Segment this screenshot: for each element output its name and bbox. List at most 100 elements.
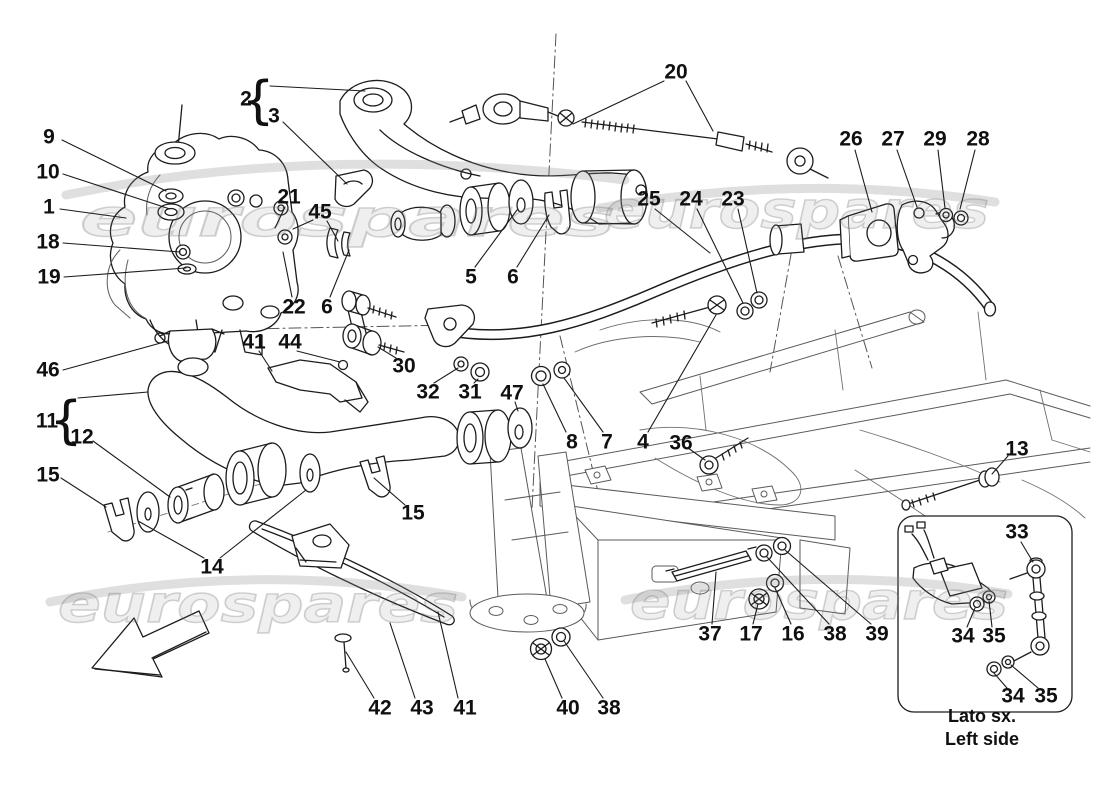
part-number-label-38: 38 — [823, 623, 847, 646]
part-number-label-37: 37 — [698, 623, 721, 646]
part-number-label-44: 44 — [278, 331, 302, 354]
part-number-label-6: 6 — [507, 266, 519, 289]
tie-rod — [449, 93, 829, 179]
grouping-brace: { — [49, 391, 82, 451]
leader-line — [389, 622, 416, 699]
leader-line — [258, 350, 273, 372]
watermark-text: eurospares — [604, 181, 989, 241]
leader-line — [966, 607, 976, 628]
part-number-label-22: 22 — [282, 296, 305, 319]
leader-line — [433, 367, 459, 384]
leader-line — [61, 139, 167, 192]
inset-caption-italian: Lato sx. — [948, 706, 1016, 726]
part-number-label-14: 14 — [200, 556, 224, 579]
leader-line — [1010, 664, 1039, 689]
pedestal-bracket — [469, 447, 591, 633]
leader-line — [563, 377, 604, 433]
part-number-label-32: 32 — [416, 381, 439, 404]
part-number-label-34: 34 — [951, 625, 975, 648]
part-number-label-30: 30 — [392, 355, 415, 378]
part-number-label-6: 6 — [321, 296, 333, 319]
part-number-label-35: 35 — [1034, 685, 1058, 708]
leader-line — [282, 121, 348, 185]
leader-line — [572, 80, 665, 125]
inset-box — [897, 515, 1073, 713]
stabilizer-link — [341, 290, 405, 356]
part-number-label-45: 45 — [308, 201, 332, 224]
leader-line — [784, 549, 872, 625]
leader-line — [542, 383, 567, 433]
leader-line — [516, 214, 550, 268]
part-number-label-38: 38 — [597, 697, 621, 720]
part-number-label-28: 28 — [966, 128, 990, 151]
part-number-label-3: 3 — [268, 105, 280, 128]
part-number-label-2: 2 — [240, 88, 252, 111]
leader-line — [219, 489, 307, 559]
leader-line — [62, 242, 181, 253]
watermark-text: eurospares — [80, 189, 615, 249]
part-number-label-5: 5 — [465, 266, 477, 289]
part-number-label-36: 36 — [669, 432, 692, 455]
leader-line — [345, 651, 375, 699]
sway-bar-bracket — [896, 200, 969, 274]
hub-carrier — [106, 104, 299, 356]
leader-line — [60, 477, 107, 508]
leader-line — [937, 149, 946, 209]
part-number-label-24: 24 — [679, 188, 703, 211]
leader-line — [1020, 541, 1034, 563]
part-number-label-21: 21 — [277, 186, 301, 209]
part-number-label-40: 40 — [556, 697, 579, 720]
lower-grommets — [529, 536, 792, 661]
leader-line — [992, 671, 1008, 689]
leader-line — [473, 378, 479, 384]
leader-line — [269, 85, 366, 92]
direction-arrow-icon — [91, 610, 210, 678]
part-number-label-35: 35 — [982, 625, 1006, 648]
leader-line — [62, 173, 171, 210]
part-number-label-7: 7 — [601, 431, 613, 454]
upper-control-arm — [263, 79, 648, 259]
leader-line — [329, 249, 350, 298]
leader-line — [654, 208, 711, 254]
part-number-label-13: 13 — [1005, 438, 1028, 461]
part-number-label-23: 23 — [721, 188, 744, 211]
leader-line — [647, 314, 717, 433]
sway-bar-clamp — [839, 203, 899, 262]
leader-line — [896, 149, 918, 208]
leader-line — [563, 640, 604, 699]
part-number-label-39: 39 — [865, 623, 888, 646]
grouping-brace: { — [241, 71, 274, 131]
leader-line — [854, 149, 873, 213]
lower-control-arm — [103, 328, 512, 542]
leader-line — [377, 346, 397, 359]
leader-line — [137, 520, 205, 559]
part-number-label-20: 20 — [664, 61, 687, 84]
leader-line — [77, 391, 149, 399]
leader-line — [988, 600, 993, 628]
leader-line — [373, 477, 406, 506]
part-number-label-26: 26 — [839, 128, 862, 151]
leader-line — [774, 587, 792, 625]
leader-line — [685, 80, 714, 132]
leader-line — [544, 658, 563, 699]
part-number-label-25: 25 — [637, 188, 661, 211]
part-number-label-41: 41 — [453, 697, 477, 720]
inset-caption-english: Left side — [945, 729, 1019, 749]
watermark-text: eurospares — [630, 572, 1008, 632]
part-number-label-33: 33 — [1005, 521, 1028, 544]
leader-line — [991, 455, 1009, 475]
fasteners — [453, 291, 1000, 511]
part-number-label-15: 15 — [36, 464, 60, 487]
leader-line — [437, 611, 459, 699]
part-number-label-10: 10 — [36, 161, 59, 184]
part-number-label-8: 8 — [566, 431, 578, 454]
leader-line — [687, 447, 706, 461]
leader-line — [62, 340, 169, 371]
leader-line — [63, 267, 187, 278]
leader-line — [282, 251, 293, 298]
watermark-text: eurospares — [58, 575, 458, 635]
part-number-label-17: 17 — [739, 623, 762, 646]
